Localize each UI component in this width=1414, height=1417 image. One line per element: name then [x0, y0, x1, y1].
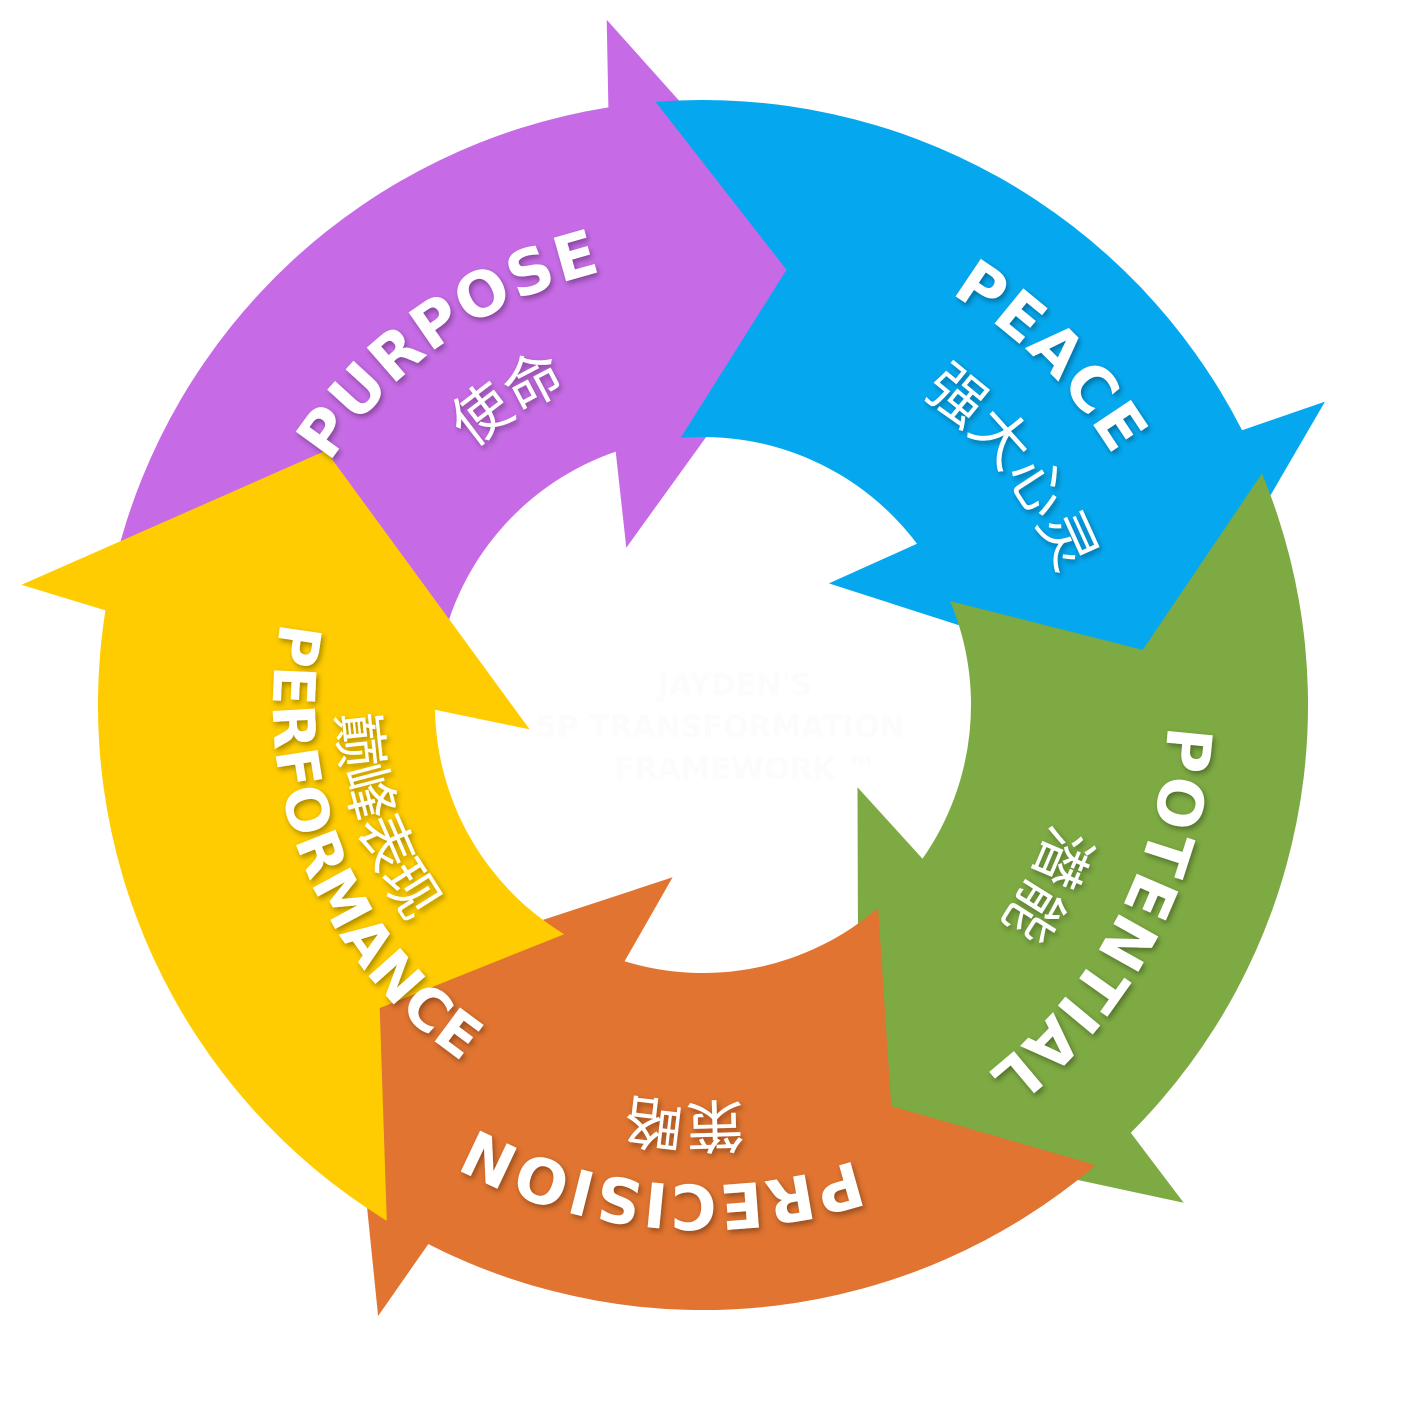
center-line-1: JAYDEN'S — [656, 668, 813, 703]
arrow-performance — [21, 450, 565, 1221]
center-line-3: FRAMEWORK ™ — [614, 752, 877, 787]
center-title: JAYDEN'S 5P TRANSFORMATION FRAMEWORK ™ — [536, 668, 905, 787]
center-line-2: 5P TRANSFORMATION — [536, 710, 905, 745]
arrow-potential — [857, 473, 1309, 1203]
arrow-ring — [21, 19, 1325, 1316]
arrow-peace — [655, 100, 1325, 690]
arrow-precision — [344, 877, 1096, 1316]
